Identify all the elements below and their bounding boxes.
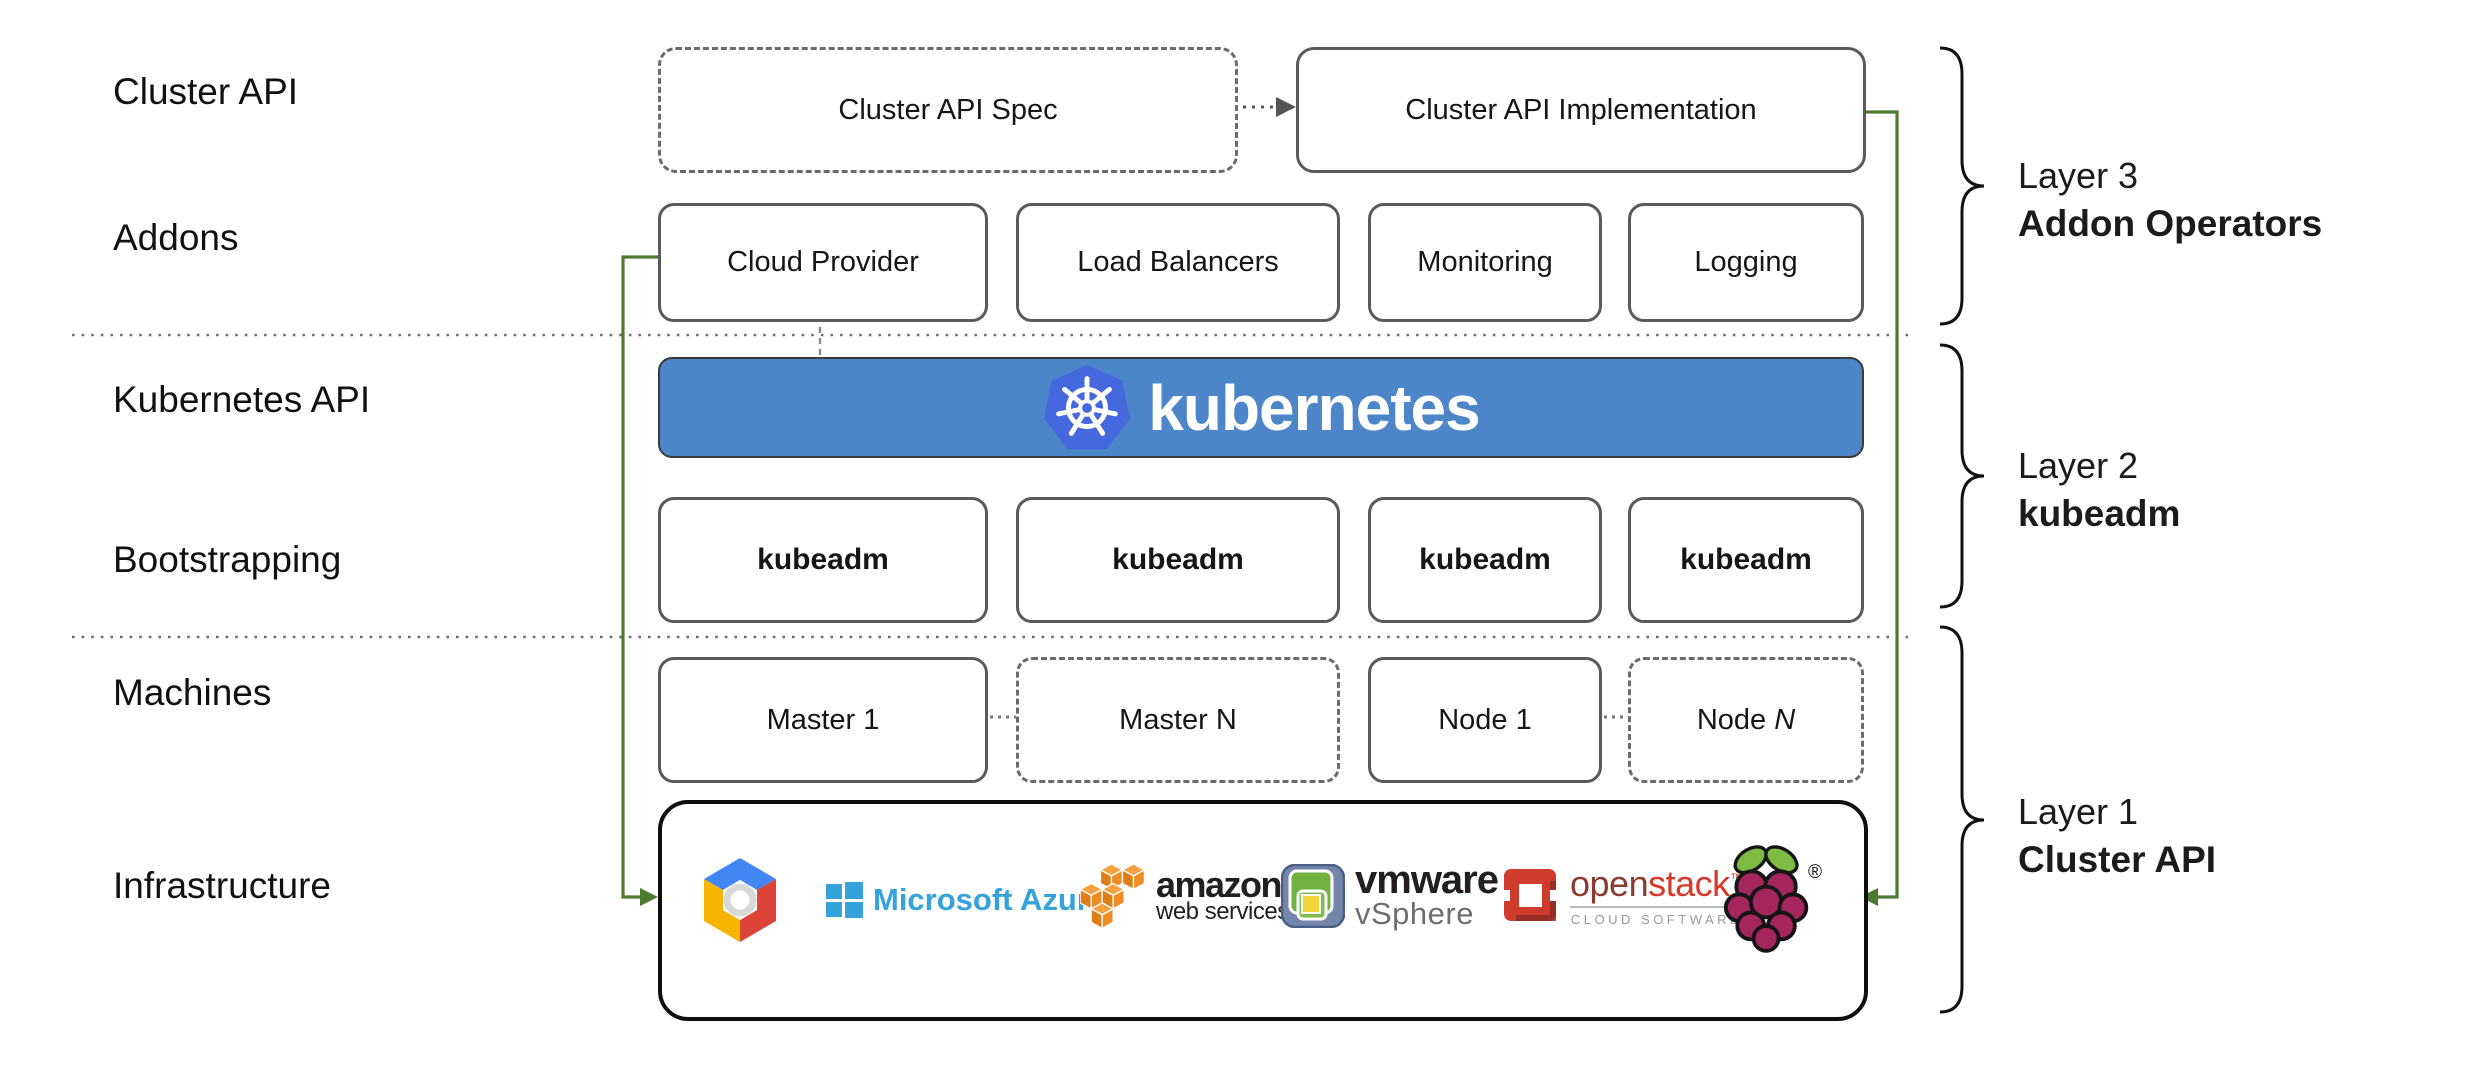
box-label: Monitoring: [1417, 246, 1553, 278]
raspberry-pi-icon: ®: [1722, 840, 1822, 962]
layer-3-line1: Layer 3: [2018, 155, 2139, 196]
layer-2-brace: [1939, 343, 1985, 609]
layer-2-label: Layer 2 kubeadm: [2018, 442, 2180, 538]
vsphere-label: vSphere: [1355, 896, 1474, 931]
green-connector-right: [1860, 110, 1899, 906]
box-label: kubeadm: [1419, 543, 1551, 576]
box-master-n: Master N: [1016, 657, 1340, 783]
box-label: Load Balancers: [1077, 246, 1279, 278]
box-load-balancers: Load Balancers: [1016, 203, 1340, 322]
infrastructure-box: Microsoft Azure: [658, 800, 1868, 1021]
layer-2-line1: Layer 2: [2018, 445, 2139, 486]
row-label-infrastructure: Infrastructure: [113, 865, 331, 906]
spec-to-implementation-arrow: [1234, 97, 1296, 117]
box-label: kubeadm: [757, 543, 889, 576]
row-label-bootstrapping: Bootstrapping: [113, 539, 342, 580]
layer-3-brace: [1939, 46, 1985, 326]
box-kubeadm-1: kubeadm: [658, 497, 988, 623]
row-label-machines: Machines: [113, 672, 272, 713]
box-label: kubeadm: [1680, 543, 1812, 576]
box-cluster-api-spec: Cluster API Spec: [658, 47, 1238, 173]
layer-1-label: Layer 1 Cluster API: [2018, 788, 2216, 884]
amazon-label: amazon: [1156, 863, 1283, 905]
box-label: Master N: [1119, 703, 1237, 736]
layer-2-line2: kubeadm: [2018, 493, 2181, 534]
box-kubeadm-3: kubeadm: [1368, 497, 1602, 623]
layer-1-line1: Layer 1: [2018, 791, 2139, 832]
box-node-n: Node N: [1628, 657, 1864, 783]
row-label-cluster-api: Cluster API: [113, 71, 299, 112]
layer-3-line2: Addon Operators: [2018, 203, 2323, 244]
box-label: Cluster API Implementation: [1405, 93, 1757, 126]
box-label: Cluster API Spec: [838, 93, 1058, 126]
rpi-registered-mark: ®: [1808, 862, 1822, 883]
kubernetes-banner-label: kubernetes: [1148, 371, 1480, 444]
row-label-kubernetes-api: Kubernetes API: [113, 379, 371, 420]
box-label: kubeadm: [1112, 543, 1244, 576]
google-cloud-icon: [692, 852, 788, 948]
box-node-1: Node 1: [1368, 657, 1602, 783]
vmware-label: vmware: [1355, 858, 1499, 902]
box-kubeadm-4: kubeadm: [1628, 497, 1864, 623]
openstack-label: openstack™: [1570, 863, 1744, 904]
layer-1-line2: Cluster API: [2018, 839, 2217, 880]
amazon-sublabel: web services: [1156, 898, 1289, 926]
kubernetes-banner: kubernetes: [658, 357, 1864, 458]
box-cloud-provider: Cloud Provider: [658, 203, 988, 322]
microsoft-azure-icon: Microsoft Azure: [826, 882, 1106, 918]
box-master-1: Master 1: [658, 657, 988, 783]
box-label: Node N: [1696, 703, 1796, 736]
box-logging: Logging: [1628, 203, 1864, 322]
row-label-addons: Addons: [113, 217, 239, 258]
box-kubeadm-2: kubeadm: [1016, 497, 1340, 623]
box-label: Cloud Provider: [727, 246, 919, 278]
box-monitoring: Monitoring: [1368, 203, 1602, 322]
box-label: Node 1: [1438, 703, 1532, 736]
openstack-sublabel: CLOUD SOFTWARE: [1570, 906, 1744, 926]
green-connector-left: [621, 255, 658, 906]
aws-cubes-icon: amazon web services: [1080, 864, 1289, 930]
box-cluster-api-implementation: Cluster API Implementation: [1296, 47, 1866, 173]
openstack-icon: openstack™ CLOUD SOFTWARE: [1502, 863, 1744, 926]
layer-1-brace: [1939, 625, 1985, 1014]
kubernetes-logo-icon: [1044, 364, 1131, 449]
azure-label: Microsoft Azure: [873, 882, 1107, 917]
vmware-vsphere-icon: vmware vSphere: [1281, 858, 1499, 931]
layer-3-label: Layer 3 Addon Operators: [2018, 152, 2322, 248]
box-label: Logging: [1694, 246, 1798, 278]
box-label: Master 1: [766, 703, 880, 736]
